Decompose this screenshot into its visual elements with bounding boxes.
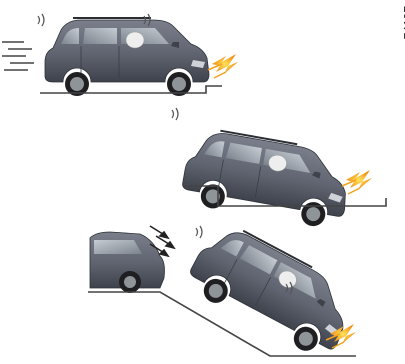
reference-number: 74197 bbox=[401, 6, 405, 39]
impact-flash-icon-2 bbox=[342, 170, 372, 194]
impact-flash-icon bbox=[208, 54, 238, 78]
speed-lines-icon bbox=[2, 42, 34, 70]
van-3 bbox=[182, 218, 363, 364]
van-1 bbox=[45, 18, 209, 96]
scene-slope-descent bbox=[88, 218, 363, 364]
scene-frontal-impact bbox=[2, 14, 238, 96]
sensor-wave-icon-3 bbox=[196, 226, 202, 238]
sensor-wave-icon-2 bbox=[172, 108, 178, 120]
van-2 bbox=[179, 126, 354, 231]
scene-drop-off-step bbox=[172, 108, 386, 231]
